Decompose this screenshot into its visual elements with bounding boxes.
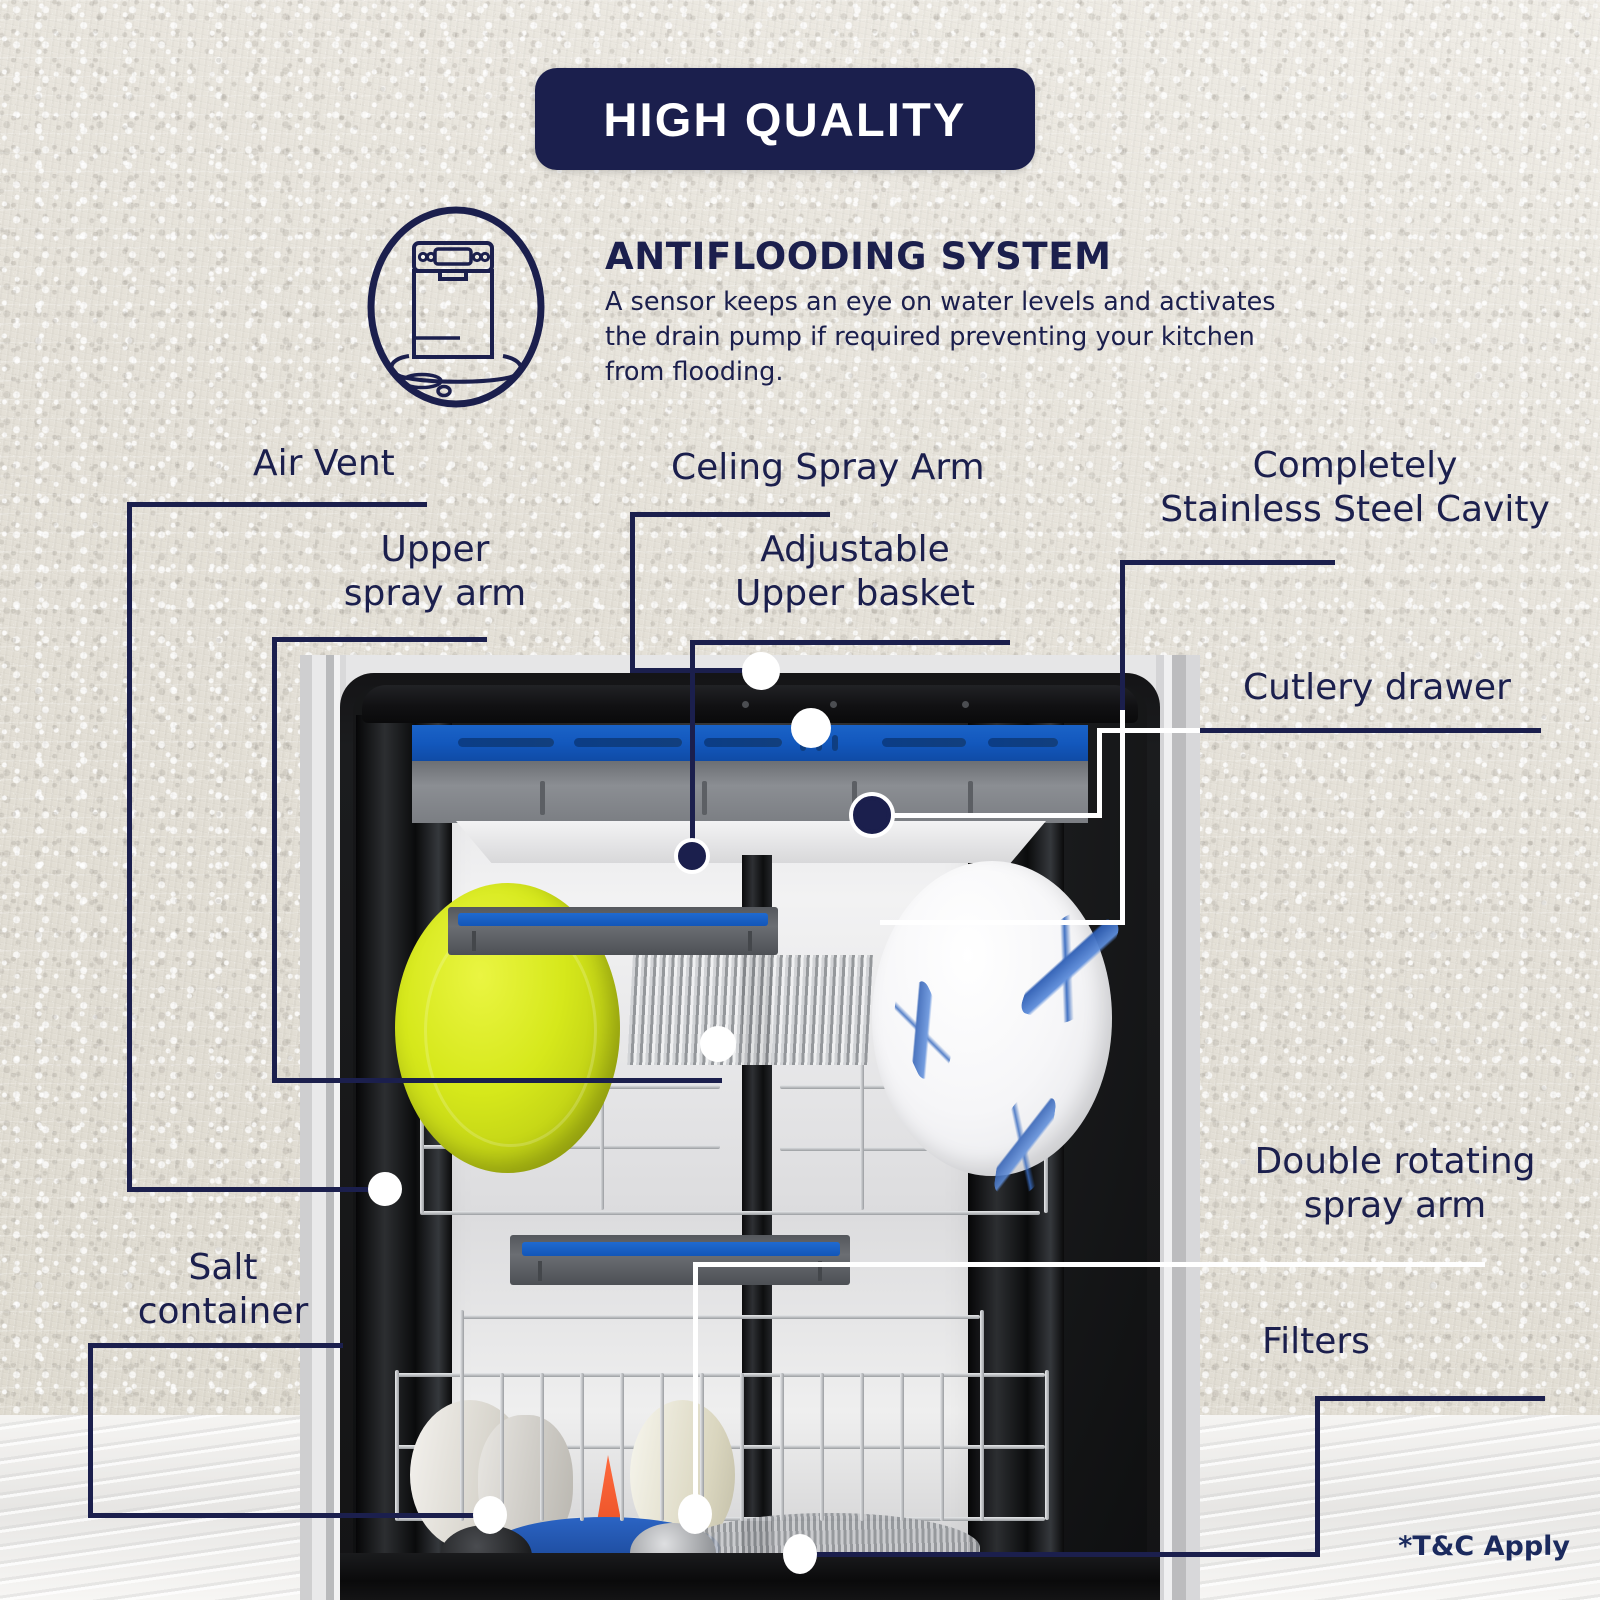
antiflooding-body-line-1: A sensor keeps an eye on water levels an… — [605, 287, 1276, 317]
dishwasher-leak-icon — [365, 205, 547, 410]
antiflooding-title: ANTIFLOODING SYSTEM — [605, 235, 1112, 278]
label-upper-spray-arm: Upper spray arm — [320, 528, 550, 616]
double-spray-arm-line-vertical — [693, 1262, 698, 1517]
celing-spray-arm-line-top — [630, 512, 830, 517]
filters-line-bottom — [800, 1552, 1320, 1557]
filters-line-top — [1315, 1396, 1545, 1401]
antiflooding-body-line-3: from flooding. — [605, 357, 784, 387]
label-cutlery-drawer-line-1: Cutlery drawer — [1243, 667, 1511, 708]
air-vent-line-top — [127, 502, 427, 507]
antiflooding-body-line-2: the drain pump if required preventing yo… — [605, 322, 1255, 352]
celing-spray-arm-line-vertical — [630, 512, 635, 672]
label-adjustable-upper-basket-line-1: Adjustable — [760, 529, 950, 570]
cutlery-drawer-line-vertical — [1097, 728, 1102, 818]
adjustable-upper-basket-line-vertical — [690, 640, 695, 855]
salt-container-line-vertical — [88, 1343, 93, 1518]
upper-spray-arm-line-bottom — [272, 1078, 722, 1083]
adjustable-upper-basket-line-top — [690, 640, 1010, 645]
marker-adjustable-upper-basket[interactable] — [674, 838, 710, 874]
label-salt-container-line-2: container — [137, 1291, 309, 1332]
upper-spray-arm-part — [448, 907, 778, 955]
label-adjustable-upper-basket-line-2: Upper basket — [735, 573, 975, 614]
label-filters: Filters — [1262, 1320, 1370, 1364]
label-stainless-steel-cavity-line-2: Stainless Steel Cavity — [1160, 489, 1550, 530]
stainless-cavity-line-vertical-navy — [1120, 560, 1125, 715]
cutlery-drawer-line-outer — [1196, 728, 1541, 733]
label-celing-spray-arm-line-1: Celing Spray Arm — [671, 447, 985, 488]
terms-and-conditions-note: *T&C Apply — [1398, 1531, 1570, 1562]
antiflooding-feature-block: ANTIFLOODING SYSTEM A sensor keeps an ey… — [365, 205, 1295, 410]
cutlery-drawer-line-inner — [1100, 728, 1200, 733]
marker-filters[interactable] — [783, 1534, 817, 1574]
double-spray-arm-underline — [1185, 1262, 1485, 1267]
marker-air-vent[interactable] — [368, 1172, 402, 1206]
salt-container-line-bottom — [88, 1513, 488, 1518]
label-celing-spray-arm: Celing Spray Arm — [671, 446, 985, 490]
label-salt-container: Salt container — [78, 1246, 368, 1334]
label-upper-spray-arm-line-2: spray arm — [343, 573, 527, 614]
label-adjustable-upper-basket: Adjustable Upper basket — [690, 528, 1020, 616]
air-vent-line-bottom — [127, 1187, 385, 1192]
label-stainless-steel-cavity-line-1: Completely — [1252, 445, 1458, 486]
lower-spray-arm-part — [510, 1235, 850, 1285]
label-air-vent-line-1: Air Vent — [253, 443, 395, 484]
marker-upper-blue-bar[interactable] — [791, 708, 831, 748]
label-double-rotating-spray-arm: Double rotating spray arm — [1195, 1140, 1595, 1228]
label-stainless-steel-cavity: Completely Stainless Steel Cavity — [1120, 444, 1590, 532]
filters-line-vertical — [1315, 1396, 1320, 1556]
antiflooding-body: A sensor keeps an eye on water levels an… — [605, 285, 1295, 390]
high-quality-badge-label: HIGH QUALITY — [603, 92, 967, 146]
stainless-cavity-line-top — [1120, 560, 1335, 565]
stainless-cavity-line-vertical-white — [1120, 710, 1125, 925]
label-double-rotating-spray-arm-line-2: spray arm — [1303, 1185, 1487, 1226]
marker-cutlery-drawer[interactable] — [853, 796, 891, 834]
upper-spray-arm-line-top — [272, 637, 487, 642]
double-spray-arm-line-left — [693, 1262, 1188, 1267]
upper-spray-arm-line-vertical — [272, 637, 277, 1083]
marker-upper-spray-arm[interactable] — [700, 1026, 736, 1062]
salt-container-line-top — [88, 1343, 343, 1348]
label-double-rotating-spray-arm-line-1: Double rotating — [1254, 1141, 1536, 1182]
marker-double-rotating-spray-arm[interactable] — [678, 1494, 712, 1534]
cutlery-drawer-line-to-marker — [880, 813, 1100, 818]
antiflooding-text: ANTIFLOODING SYSTEM A sensor keeps an ey… — [605, 235, 1295, 390]
air-vent-line-vertical — [127, 502, 132, 1192]
marker-salt-container[interactable] — [473, 1496, 507, 1534]
high-quality-badge: HIGH QUALITY — [535, 68, 1035, 170]
label-air-vent: Air Vent — [253, 442, 395, 486]
marker-celing-spray-arm[interactable] — [742, 652, 780, 690]
label-cutlery-drawer: Cutlery drawer — [1243, 666, 1511, 710]
label-upper-spray-arm-line-1: Upper — [380, 529, 490, 570]
label-filters-line-1: Filters — [1262, 1321, 1370, 1362]
dishwasher-product-image — [300, 655, 1200, 1600]
stainless-cavity-line-bottom-white — [880, 920, 1125, 925]
label-salt-container-line-1: Salt — [188, 1247, 258, 1288]
